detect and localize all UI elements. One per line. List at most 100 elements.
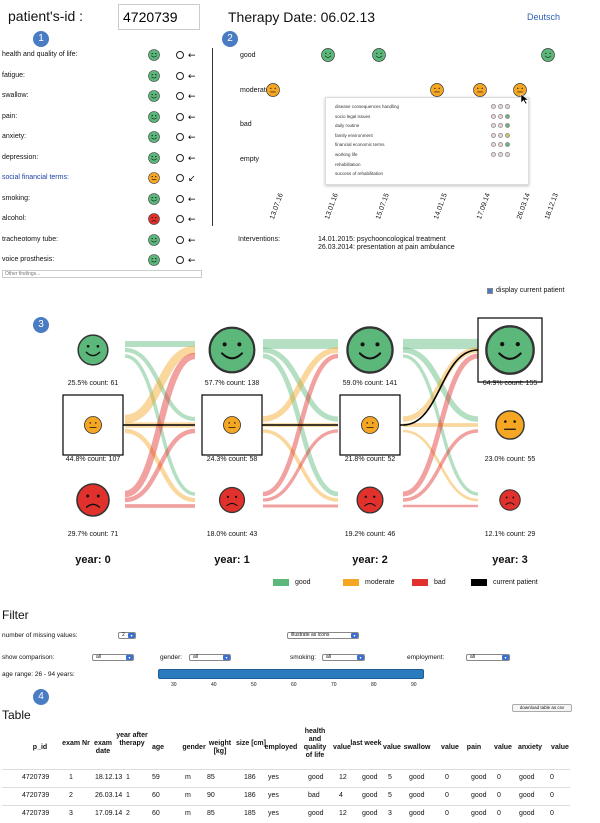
table-header-cell[interactable]: size [cm]: [236, 740, 266, 747]
table-header-cell[interactable]: exam Nr: [62, 740, 90, 747]
employment-select[interactable]: all▾: [466, 654, 510, 661]
table-header-cell[interactable]: age: [151, 744, 165, 751]
language-link[interactable]: Deutsch: [527, 12, 561, 22]
table-header-cell[interactable]: last week: [350, 740, 382, 747]
table-header-cell[interactable]: value: [333, 744, 351, 751]
year-label: year: 0: [75, 554, 111, 566]
flow-band: [124, 347, 196, 422]
table-cell: good: [362, 774, 378, 781]
cohort-stat-good: 59.0% count: 141: [342, 380, 398, 387]
toggle-circle-icon[interactable]: [176, 112, 184, 121]
face-bad-icon: [148, 213, 160, 225]
download-csv-button[interactable]: download table as csv: [512, 704, 572, 712]
gender-select[interactable]: all▾: [189, 654, 231, 661]
toggle-circle-icon[interactable]: [176, 174, 184, 182]
chevron-down-icon: ▾: [357, 655, 364, 660]
select-value: 2: [122, 632, 125, 638]
table-cell: 85: [207, 774, 215, 781]
chevron-down-icon: ▾: [502, 655, 509, 660]
missing-values-select[interactable]: 2▾: [118, 632, 136, 639]
toggle-circle-icon[interactable]: [176, 215, 184, 223]
table-header-cell[interactable]: anxiety: [517, 744, 543, 751]
trend-arrow-icon: ←: [188, 72, 196, 82]
toggle-circle-icon[interactable]: [176, 235, 184, 244]
table-cell: 0: [497, 792, 501, 799]
smoking-label: smoking:: [290, 654, 317, 661]
cohort-stat-bad: 19.2% count: 46: [344, 531, 396, 538]
other-findings-input[interactable]: [2, 270, 202, 278]
trend-arrow-icon: ↙: [188, 174, 196, 184]
popup-status-dot-icon: [505, 123, 510, 129]
legend-label: bad: [434, 579, 446, 586]
table-header-cell[interactable]: value: [383, 744, 401, 751]
questionnaire-label[interactable]: pain:: [2, 112, 18, 120]
questionnaire-label[interactable]: fatigue:: [2, 71, 25, 79]
popup-status-dot-icon: [505, 113, 510, 119]
questionnaire-label[interactable]: social financial terms:: [2, 174, 69, 181]
flow-band: [402, 354, 479, 496]
table-header-cell[interactable]: year after therapy: [116, 732, 148, 747]
toggle-circle-icon[interactable]: [176, 92, 184, 100]
questionnaire-label[interactable]: depression:: [2, 153, 39, 161]
toggle-circle-icon[interactable]: [176, 51, 184, 59]
chevron-down-icon: ▾: [128, 633, 135, 638]
popup-status-dot-icon: [491, 132, 496, 138]
table-header-cell[interactable]: value: [551, 744, 569, 751]
table-cell: good: [519, 792, 535, 799]
table-header-cell[interactable]: value: [494, 744, 512, 751]
select-value: all: [193, 654, 199, 660]
questionnaire-row-icons: ←: [148, 192, 196, 205]
flow-band: [262, 429, 339, 502]
table-header-cell[interactable]: gender: [182, 744, 206, 751]
checkbox-icon[interactable]: [487, 287, 493, 294]
cohort-stat-good: 25.5% count: 61: [67, 380, 119, 387]
table-header-cell[interactable]: swallow: [403, 744, 431, 751]
questionnaire-label[interactable]: voice prosthesis:: [2, 256, 55, 263]
table-cell: 185: [244, 810, 256, 817]
table-header-cell[interactable]: weight [kg]: [208, 740, 232, 755]
popup-item: daily routine: [335, 123, 360, 129]
toggle-circle-icon[interactable]: [176, 194, 184, 203]
smoking-select[interactable]: all▾: [322, 654, 365, 661]
comparison-select[interactable]: all▾: [92, 654, 134, 661]
flow-band: [124, 428, 196, 503]
display-current-patient-toggle[interactable]: display current patient: [487, 287, 564, 294]
table-header-cell[interactable]: pain: [466, 744, 482, 751]
patient-id-input[interactable]: [118, 4, 200, 30]
questionnaire-label[interactable]: alcohol:: [2, 215, 27, 222]
questionnaire-label[interactable]: tracheotomy tube:: [2, 235, 59, 243]
timeline-state-empty: empty: [240, 156, 260, 163]
table-cell: good: [409, 792, 425, 799]
illustrate-select[interactable]: illustrate as icons▾: [287, 632, 359, 639]
questionnaire-label[interactable]: anxiety:: [2, 133, 27, 140]
table-header-cell[interactable]: value: [441, 744, 459, 751]
table-cell: 3: [69, 810, 73, 817]
popup-item: financial economic terms: [335, 142, 385, 148]
flow-band: [124, 428, 196, 503]
trend-arrow-icon: ←: [188, 133, 196, 143]
age-range-slider[interactable]: [158, 669, 424, 679]
questionnaire-label[interactable]: smoking:: [2, 194, 31, 202]
toggle-circle-icon[interactable]: [176, 256, 184, 264]
toggle-circle-icon[interactable]: [176, 71, 184, 80]
table-header-cell[interactable]: exam date: [94, 740, 112, 755]
questionnaire-row-icons: ←: [148, 254, 196, 266]
table-header-cell[interactable]: health and quality of life: [303, 728, 327, 759]
questionnaire-label[interactable]: swallow:: [2, 92, 29, 99]
cohort-stat-moderate: 44.8% count: 107: [65, 456, 121, 463]
questionnaire-label[interactable]: health and quality of life:: [2, 51, 78, 58]
toggle-circle-icon[interactable]: [176, 133, 184, 141]
chevron-down-icon: ▾: [126, 655, 133, 660]
table-cell: 5: [388, 792, 392, 799]
table-header-cell[interactable]: p_id: [32, 744, 48, 751]
popup-status-dot-icon: [498, 104, 503, 109]
questionnaire-row-icons: ←: [148, 90, 196, 102]
popup-status-dot-icon: [498, 152, 503, 157]
table-cell: 0: [445, 774, 449, 781]
cohort-stat-good: 57.7% count: 138: [204, 380, 260, 387]
table-header-cell[interactable]: employed: [264, 744, 298, 751]
table-cell: good: [471, 792, 487, 799]
table-cell: 186: [244, 774, 256, 781]
table-row-divider: [2, 805, 570, 806]
toggle-circle-icon[interactable]: [176, 153, 184, 162]
